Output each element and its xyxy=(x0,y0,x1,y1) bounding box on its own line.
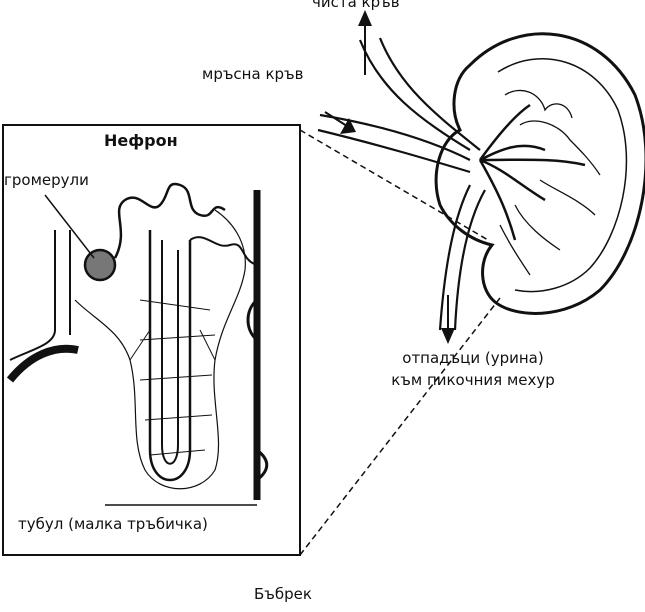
glomeruli-pointer xyxy=(44,194,95,259)
kidney-cortex xyxy=(497,58,628,293)
proximal-tubule xyxy=(113,182,226,259)
collecting-duct-branch xyxy=(246,298,269,482)
ureter-2 xyxy=(453,189,486,331)
kidney-medulla xyxy=(499,89,601,276)
renal-vein-2 xyxy=(378,37,481,151)
tubule-label: тубул (малка тръбичка) xyxy=(18,515,208,533)
connector-bottom xyxy=(299,297,501,556)
kidney-label: Бъбрек xyxy=(254,585,312,603)
tubule-thick xyxy=(6,344,79,383)
connector-top xyxy=(299,129,489,241)
loop-of-henle xyxy=(148,230,192,482)
glomerulus xyxy=(83,248,117,282)
waste-label-line2: към пикочния мехур xyxy=(391,371,555,389)
ureter xyxy=(438,184,471,331)
glomeruli-label: громерули xyxy=(4,171,89,189)
nephron-title: Нефрон xyxy=(104,131,178,150)
nephron-box xyxy=(2,124,301,556)
afferent-vessel xyxy=(9,230,56,361)
distal-tubule xyxy=(189,236,258,266)
capillary-mesh xyxy=(129,299,216,456)
capillary-network xyxy=(74,209,246,490)
renal-artery xyxy=(319,113,471,161)
dirty-blood-arrowhead xyxy=(340,118,356,134)
clean-blood-arrowhead xyxy=(358,10,372,26)
loop-of-henle-inner xyxy=(161,240,179,465)
dirty-blood-label: мръсна кръв xyxy=(202,65,304,83)
renal-artery-2 xyxy=(317,128,471,174)
renal-pelvis xyxy=(478,103,586,241)
urine-arrowhead xyxy=(441,328,455,344)
waste-label-line1: отпадъци (урина) xyxy=(402,349,544,367)
kidney-outline xyxy=(434,32,645,315)
renal-vein xyxy=(358,39,471,151)
clean-blood-label: чиста кръв xyxy=(312,0,400,11)
